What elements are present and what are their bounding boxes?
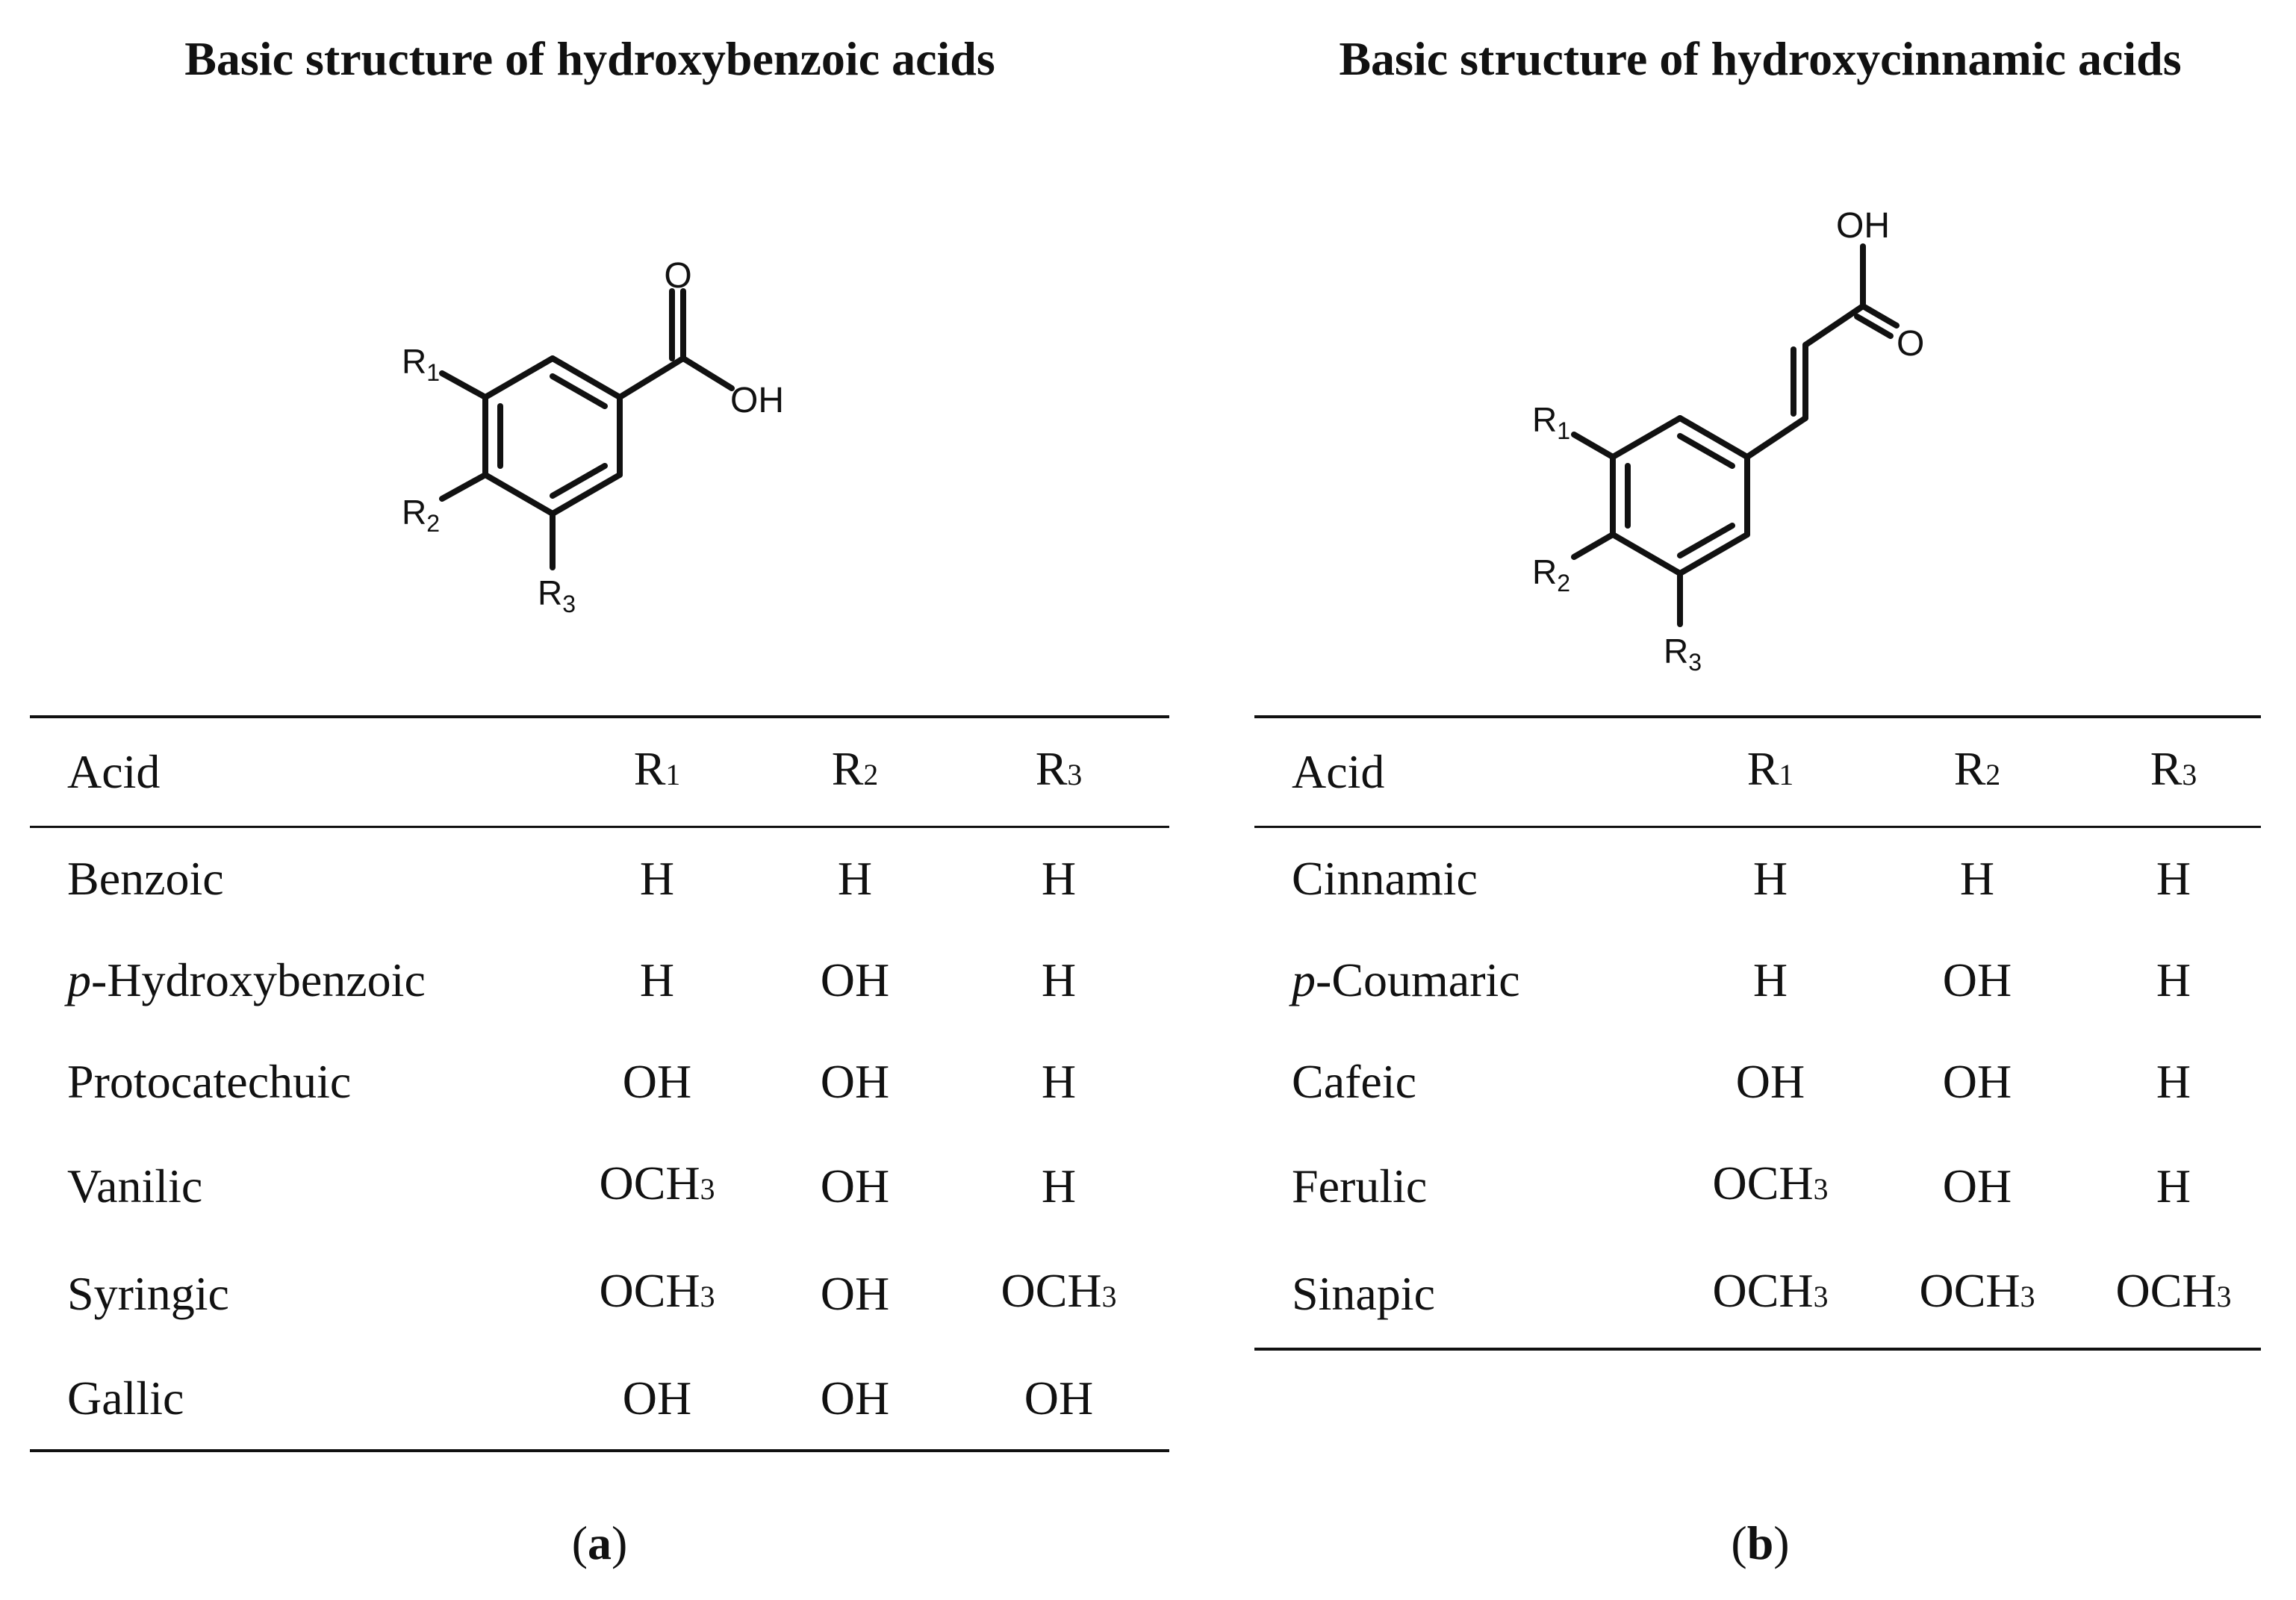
r2-cell: H	[837, 852, 873, 905]
r3-cell: H	[2156, 852, 2191, 905]
hydroxyl-label: OH	[1836, 206, 1890, 246]
r2-label: R2	[1532, 552, 1570, 597]
r3-cell: OCH3	[1001, 1264, 1117, 1317]
acid-name-cell: Benzoic	[67, 852, 224, 905]
acid-name-cell: Gallic	[67, 1372, 184, 1425]
r2-cell: H	[1959, 852, 1995, 905]
r3-cell: OCH3	[2115, 1264, 2232, 1317]
acid-name-cell: Cafeic	[1292, 1055, 1416, 1108]
header-r3: R3	[2150, 742, 2197, 795]
acid-name-cell: Syringic	[67, 1267, 229, 1320]
r1-cell: H	[1752, 852, 1788, 905]
r2-cell: OH	[820, 1055, 890, 1108]
r1-label: R1	[402, 342, 440, 386]
panel-hydroxybenzoic: Basic structure of hydroxybenzoic acids	[30, 32, 1169, 1569]
r1-cell: OH	[622, 1055, 692, 1108]
table-row: Ferulic OCH3 OH H	[1254, 1133, 2261, 1240]
table-header-row: Acid R1 R2 R3	[1254, 717, 2261, 827]
header-r2: R2	[831, 742, 879, 795]
hydroxycinnamic-structure-svg: OH O R1 R2 R3	[1532, 206, 1924, 676]
r3-cell: H	[2156, 953, 2191, 1006]
r3-label: R3	[1664, 632, 1702, 676]
hydroxyl-label: OH	[730, 381, 784, 420]
acid-name-cell: Sinapic	[1292, 1267, 1435, 1320]
r1-cell: H	[1752, 953, 1788, 1006]
header-r1: R1	[633, 742, 681, 795]
r3-cell: H	[1041, 852, 1077, 905]
table-row: Cafeic OH OH H	[1254, 1031, 2261, 1133]
r1-cell: OCH3	[599, 1264, 715, 1317]
carbonyl-oxygen-label: O	[664, 256, 691, 296]
r1-cell: H	[639, 953, 675, 1006]
r3-label: R3	[538, 573, 576, 617]
r2-cell: OH	[1942, 1055, 2012, 1108]
r2-cell: OH	[820, 953, 890, 1006]
acid-name-cell: Cinnamic	[1292, 852, 1478, 905]
r1-cell: H	[639, 852, 675, 905]
r1-label: R1	[1532, 400, 1570, 444]
r2-cell: OH	[820, 1159, 890, 1213]
r3-cell: H	[2156, 1159, 2191, 1213]
acid-name-cell: Ferulic	[1292, 1159, 1428, 1213]
r2-cell: OH	[820, 1267, 890, 1320]
r2-cell: OH	[1942, 953, 2012, 1006]
r2-cell: OH	[820, 1372, 890, 1425]
table-row: Vanilic OCH3 OH H	[30, 1133, 1169, 1240]
table-row: Gallic OH OH OH	[30, 1348, 1169, 1451]
carbonyl-oxygen-label: O	[1897, 324, 1924, 364]
hydroxybenzoic-structure-diagram: O OH R1 R2 R3	[388, 254, 806, 642]
acid-name-cell: Vanilic	[67, 1159, 203, 1213]
header-acid: Acid	[1292, 745, 1385, 798]
r3-cell: H	[1041, 953, 1077, 1006]
table-row: p-Coumaric H OH H	[1254, 930, 2261, 1031]
table-row: Sinapic OCH3 OCH3 OCH3	[1254, 1240, 2261, 1349]
r3-cell: H	[2156, 1055, 2191, 1108]
r1-cell: OCH3	[1712, 1157, 1829, 1210]
panel-title: Basic structure of hydroxybenzoic acids	[184, 32, 995, 85]
header-r3: R3	[1035, 742, 1083, 795]
panel-title: Basic structure of hydroxycinnamic acids	[1339, 32, 2182, 85]
r3-cell: H	[1041, 1159, 1077, 1213]
r1-cell: OCH3	[599, 1157, 715, 1210]
r1-cell: OH	[1735, 1055, 1805, 1108]
table-header-row: Acid R1 R2 R3	[30, 717, 1169, 827]
table-row: p-Hydroxybenzoic H OH H	[30, 930, 1169, 1031]
table-row: Benzoic H H H	[30, 827, 1169, 930]
table-row: Cinnamic H H H	[1254, 827, 2261, 930]
r2-label: R2	[402, 493, 440, 537]
r3-cell: OH	[1024, 1372, 1094, 1425]
table-row: Protocatechuic OH OH H	[30, 1031, 1169, 1133]
r1-cell: OCH3	[1712, 1264, 1829, 1317]
header-acid: Acid	[67, 745, 161, 798]
hydroxycinnamic-structure-diagram: OH O R1 R2 R3	[1523, 202, 1971, 679]
panel-hydroxycinnamic: Basic structure of hydroxycinnamic acids	[1225, 0, 2296, 1600]
r2-cell: OCH3	[1919, 1264, 2035, 1317]
acid-name-cell: p-Coumaric	[1292, 953, 1520, 1006]
acid-name-cell: Protocatechuic	[67, 1055, 352, 1108]
header-r1: R1	[1746, 742, 1794, 795]
panel-caption: (b)	[1731, 1516, 1790, 1569]
acid-name-cell: p-Hydroxybenzoic	[67, 953, 426, 1006]
hydroxybenzoic-structure-svg: O OH R1 R2 R3	[402, 256, 784, 617]
panel-caption: (a)	[571, 1516, 628, 1569]
r3-cell: H	[1041, 1055, 1077, 1108]
header-r2: R2	[1953, 742, 2001, 795]
table-row: Syringic OCH3 OH OCH3	[30, 1240, 1169, 1348]
r1-cell: OH	[622, 1372, 692, 1425]
r2-cell: OH	[1942, 1159, 2012, 1213]
